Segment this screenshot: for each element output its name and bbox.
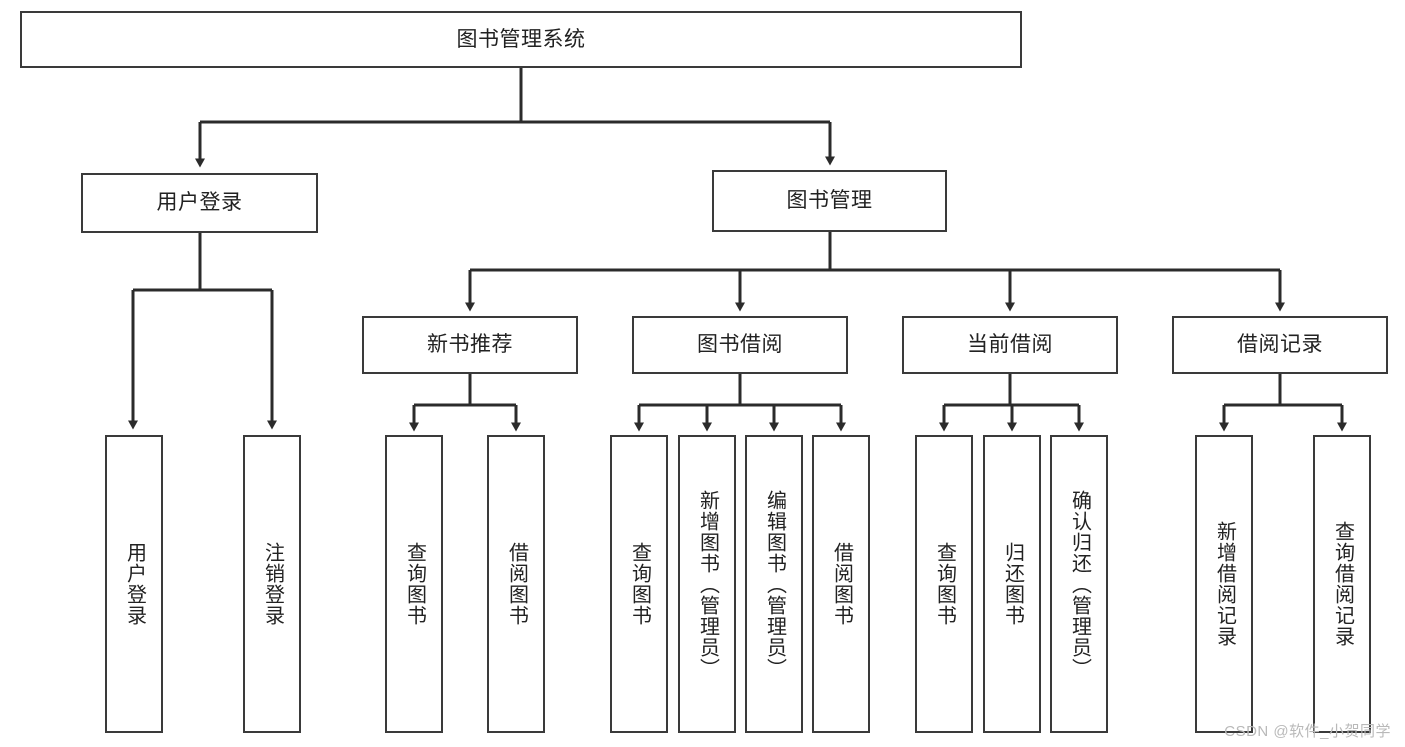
node-user-login-label: 用户登录 [156,191,243,215]
node-leaf-return-book-label: 归还图书 [1001,542,1024,626]
node-current-borrow[interactable]: 当前借阅 [902,316,1118,374]
node-leaf-query-book-borrow-label: 查询图书 [628,542,651,626]
node-borrow-record-label: 借阅记录 [1237,333,1323,357]
node-leaf-user-logout-label: 注销登录 [261,542,284,626]
node-leaf-query-book-current-label: 查询图书 [933,542,956,626]
node-leaf-edit-book-admin[interactable]: 编辑图书（管理员） [745,435,803,733]
node-leaf-query-borrow-record[interactable]: 查询借阅记录 [1313,435,1371,733]
node-root-label: 图书管理系统 [456,27,586,51]
node-current-borrow-label: 当前借阅 [967,333,1053,357]
node-leaf-query-book-rec-label: 查询图书 [403,542,426,626]
node-root[interactable]: 图书管理系统 [20,11,1022,68]
node-leaf-borrow-book[interactable]: 借阅图书 [812,435,870,733]
node-leaf-edit-book-admin-label: 编辑图书（管理员） [763,489,786,679]
node-leaf-borrow-book-rec[interactable]: 借阅图书 [487,435,545,733]
node-leaf-user-login-label: 用户登录 [123,542,146,626]
node-leaf-add-borrow-record-label: 新增借阅记录 [1213,521,1236,647]
node-leaf-confirm-return-admin-label: 确认归还（管理员） [1068,489,1091,679]
node-leaf-query-book-current[interactable]: 查询图书 [915,435,973,733]
node-leaf-query-borrow-record-label: 查询借阅记录 [1331,521,1354,647]
node-leaf-query-book-rec[interactable]: 查询图书 [385,435,443,733]
node-borrow-record[interactable]: 借阅记录 [1172,316,1388,374]
node-leaf-add-book-admin-label: 新增图书（管理员） [696,489,719,679]
node-book-borrow-label: 图书借阅 [697,333,783,357]
node-book-borrow[interactable]: 图书借阅 [632,316,848,374]
node-leaf-add-borrow-record[interactable]: 新增借阅记录 [1195,435,1253,733]
node-new-book-recommend-label: 新书推荐 [427,333,513,357]
node-leaf-query-book-borrow[interactable]: 查询图书 [610,435,668,733]
node-leaf-add-book-admin[interactable]: 新增图书（管理员） [678,435,736,733]
node-leaf-confirm-return-admin[interactable]: 确认归还（管理员） [1050,435,1108,733]
node-new-book-recommend[interactable]: 新书推荐 [362,316,578,374]
node-leaf-user-logout[interactable]: 注销登录 [243,435,301,733]
node-book-manage-label: 图书管理 [786,189,873,213]
node-leaf-borrow-book-rec-label: 借阅图书 [505,542,528,626]
csdn-watermark: CSDN @软件_小贺同学 [1224,723,1391,740]
node-leaf-borrow-book-label: 借阅图书 [830,542,853,626]
node-user-login[interactable]: 用户登录 [81,173,318,233]
node-leaf-user-login[interactable]: 用户登录 [105,435,163,733]
node-book-manage[interactable]: 图书管理 [712,170,947,232]
node-leaf-return-book[interactable]: 归还图书 [983,435,1041,733]
